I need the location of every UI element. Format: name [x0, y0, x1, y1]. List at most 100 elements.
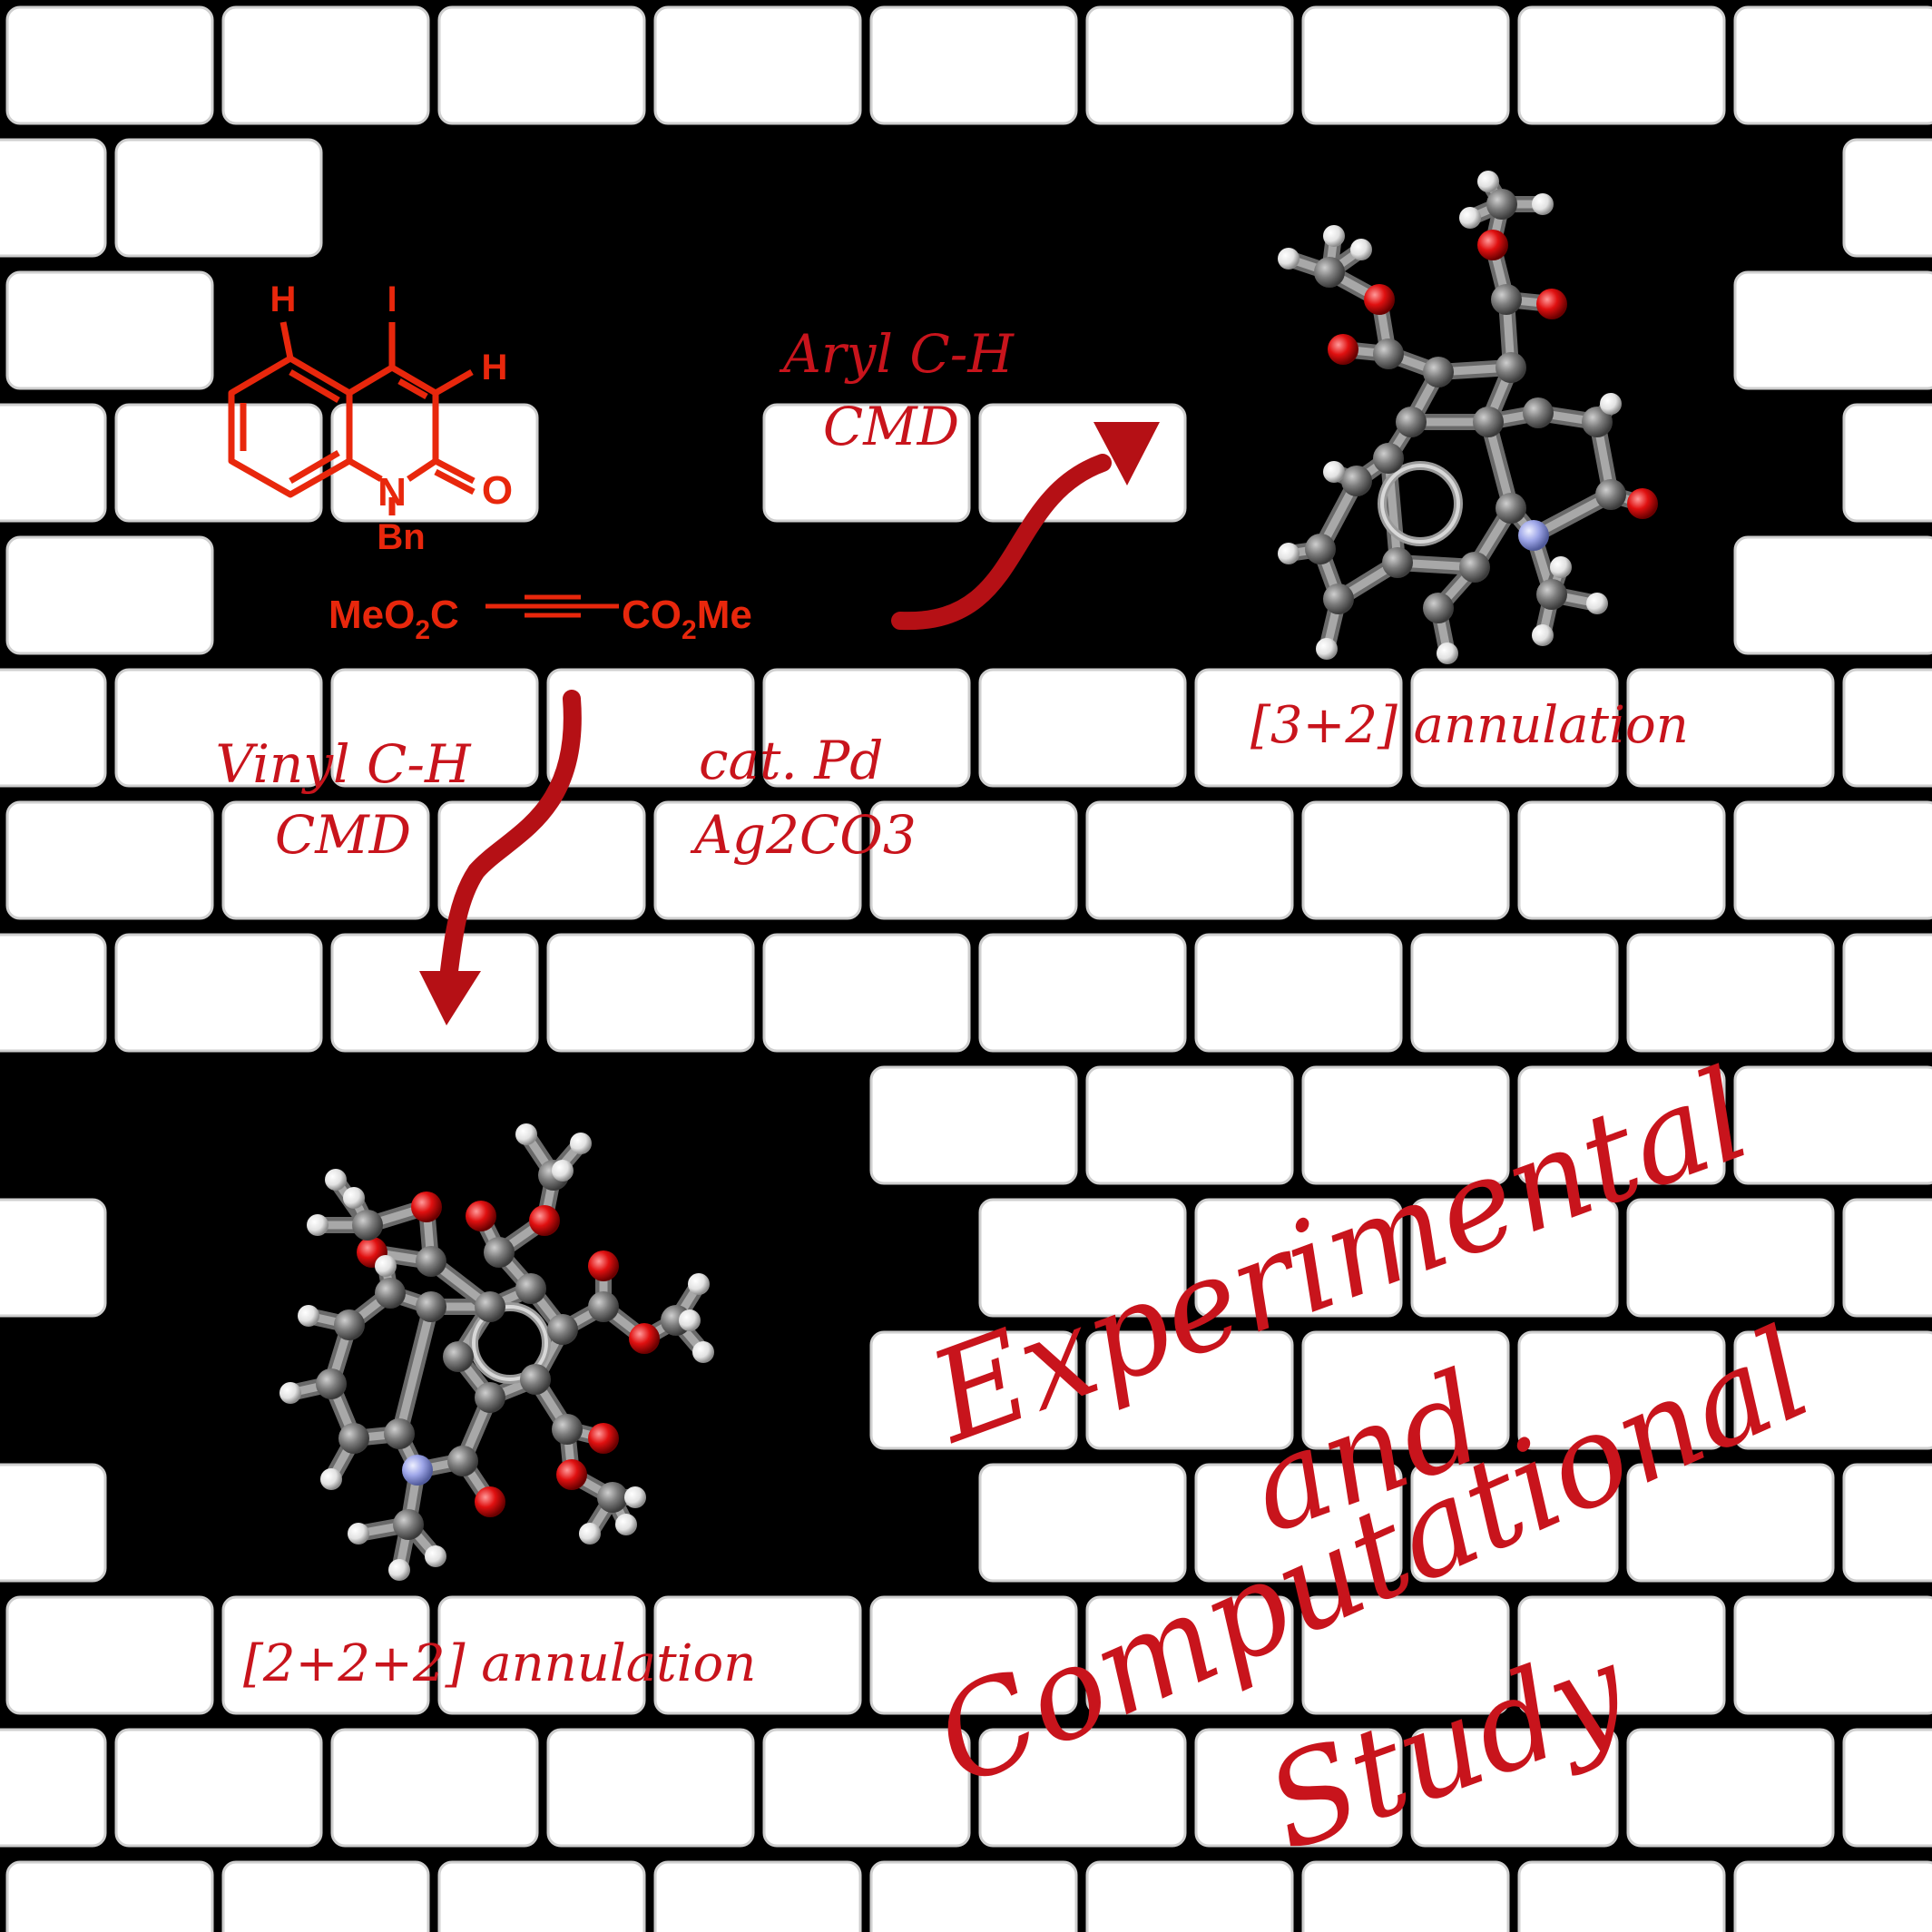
carbon-atom: [1595, 479, 1626, 510]
hydrogen-atom: [1323, 461, 1345, 483]
aryl-cmd-label: CMD: [823, 396, 959, 457]
carbon-atom: [475, 1382, 505, 1413]
brick: [0, 668, 109, 791]
brick: [762, 403, 973, 526]
brick: [653, 1860, 864, 1932]
carbon-atom: [375, 1278, 406, 1309]
carbon-atom: [475, 1291, 505, 1322]
hydrogen-atom: [325, 1169, 347, 1191]
brick: [546, 1728, 757, 1851]
hydrogen-atom: [280, 1382, 301, 1404]
hydrogen-atom: [679, 1309, 701, 1331]
brick: [5, 535, 216, 659]
carbon-atom: [1423, 593, 1454, 623]
hydrogen-atom: [615, 1514, 637, 1535]
product-2plus2plus2-ball-and-stick: [280, 1123, 714, 1581]
hydrogen-atom: [1278, 543, 1299, 564]
brick-wall: [0, 5, 1932, 1932]
atom-iodine: I: [387, 280, 397, 319]
brick: [869, 1595, 1080, 1719]
carbon-atom: [552, 1414, 583, 1445]
alkyne-left-group: MeO2C: [329, 593, 459, 645]
carbon-atom: [1496, 352, 1526, 383]
brick: [221, 5, 432, 129]
brick: [1085, 1065, 1296, 1189]
brick: [978, 1198, 1189, 1321]
brick: [762, 933, 973, 1056]
catalyst-label: cat. Pd: [699, 730, 883, 791]
brick: [1517, 800, 1728, 924]
carbon-atom: [547, 1314, 578, 1345]
brick: [1626, 933, 1837, 1056]
carbon-atom: [1486, 189, 1517, 220]
carbon-atom: [588, 1291, 619, 1322]
arrow-to-2plus2plus2: [440, 690, 582, 980]
brick: [546, 668, 757, 791]
brick: [437, 5, 648, 129]
oxygen-atom: [1627, 488, 1658, 519]
brick: [653, 800, 864, 924]
hydrogen-atom: [515, 1123, 537, 1145]
brick: [1842, 1728, 1932, 1851]
carbon-atom: [447, 1446, 478, 1476]
brick: [0, 1463, 109, 1586]
carbon-atom: [1341, 466, 1372, 496]
brick: [1733, 270, 1932, 394]
brick: [1842, 668, 1932, 791]
brick: [437, 1860, 648, 1932]
brick: [1085, 1595, 1296, 1719]
carbon-atom: [1314, 257, 1345, 288]
hydrogen-atom: [688, 1273, 710, 1295]
brick: [0, 1728, 109, 1851]
brick: [1626, 1198, 1837, 1321]
hydrogen-atom: [1350, 239, 1372, 260]
brick: [1194, 1463, 1405, 1586]
brick: [1301, 5, 1512, 129]
carbon-atom: [1582, 407, 1613, 437]
oxygen-atom: [588, 1423, 619, 1454]
brick: [1517, 5, 1728, 129]
carbon-atom: [316, 1368, 347, 1399]
brick: [5, 5, 216, 129]
brick: [762, 1728, 973, 1851]
hydrogen-atom: [298, 1305, 319, 1327]
oxygen-atom: [475, 1486, 505, 1517]
carbon-atom: [384, 1418, 415, 1449]
brick: [762, 668, 973, 791]
aryl-ch-label: Aryl C-H: [779, 323, 1015, 385]
hydrogen-atom: [425, 1545, 446, 1567]
brick: [1410, 933, 1621, 1056]
carbon-atom: [1396, 407, 1427, 437]
hydrogen-atom: [579, 1523, 601, 1545]
brick: [1194, 933, 1405, 1056]
carbon-atom: [1373, 338, 1404, 369]
carbon-atom: [1523, 397, 1554, 428]
hydrogen-atom: [692, 1341, 714, 1363]
carbon-atom: [1536, 579, 1567, 610]
hydrogen-atom: [307, 1214, 329, 1236]
brick: [1301, 1860, 1512, 1932]
brick: [5, 1595, 216, 1719]
product-3plus2-label: [3+2] annulation: [1250, 696, 1689, 755]
brick: [1733, 1860, 1932, 1932]
carbon-atom: [1473, 407, 1504, 437]
hydrogen-atom: [1278, 248, 1299, 270]
alkyne-right-group: CO2Me: [622, 593, 752, 645]
brick: [1301, 1330, 1512, 1454]
brick: [546, 933, 757, 1056]
brick: [1626, 1463, 1837, 1586]
arrow-head-aryl: [1093, 422, 1160, 485]
hydrogen-atom: [388, 1559, 410, 1581]
brick: [221, 1595, 432, 1719]
product-2plus2plus2-label: [2+2+2] annulation: [243, 1634, 756, 1693]
product-3plus2-ball-and-stick: [1278, 171, 1658, 664]
brick: [978, 933, 1189, 1056]
brick: [5, 800, 216, 924]
brick: [5, 270, 216, 394]
hydrogen-atom: [320, 1468, 342, 1490]
brick: [0, 933, 109, 1056]
brick: [0, 1198, 109, 1321]
brick: [330, 1728, 541, 1851]
brick: [1842, 138, 1932, 261]
oxygen-atom: [556, 1459, 587, 1490]
